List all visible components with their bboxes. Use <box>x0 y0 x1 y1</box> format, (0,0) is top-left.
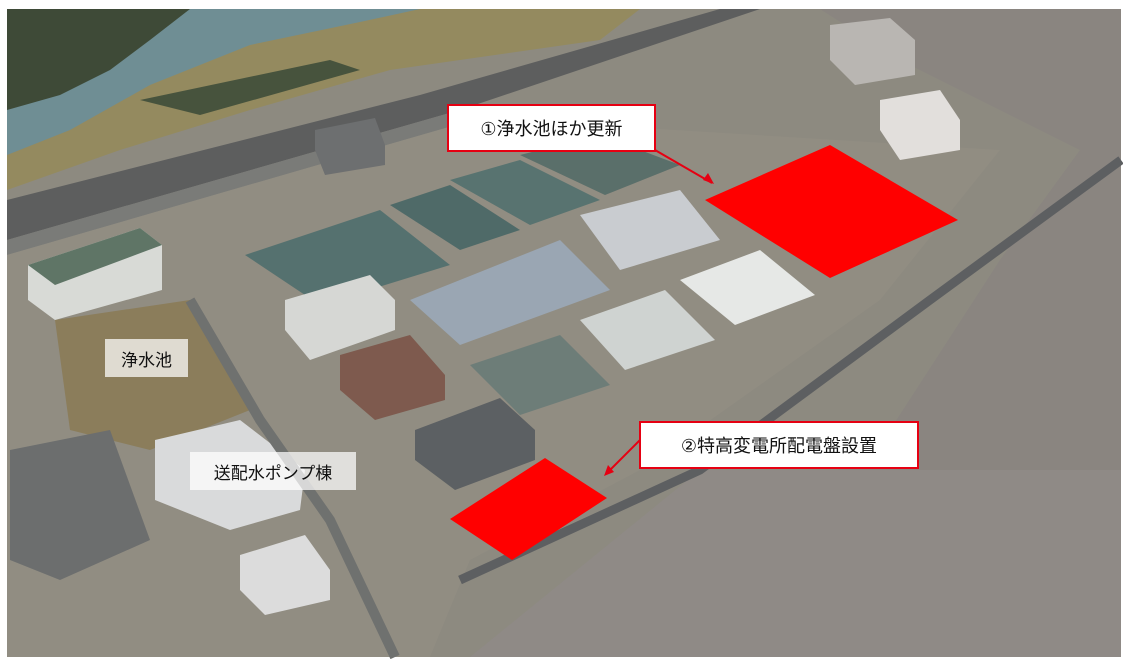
callout2-leader <box>605 439 641 475</box>
basin-row-2 <box>450 160 600 225</box>
office-tower-top <box>830 18 915 85</box>
basin-row-1 <box>390 185 520 250</box>
callout1-arrowhead <box>703 173 714 184</box>
highway <box>7 9 760 240</box>
riverbank-trees <box>140 60 360 115</box>
admin-roof <box>28 228 162 285</box>
basin-large <box>245 210 450 305</box>
tree-line <box>7 9 190 110</box>
small-building <box>240 535 330 615</box>
grey-roof-building <box>415 398 535 490</box>
perimeter-road <box>458 156 1123 585</box>
brick-building <box>340 335 445 420</box>
residential-area-lower <box>470 470 1121 657</box>
basin-reflect-2 <box>580 290 715 370</box>
callout-area1: ①浄水池ほか更新 <box>447 104 656 152</box>
area2-highlight <box>450 458 607 560</box>
pump-building-label: 送配水ポンプ棟 <box>190 452 356 490</box>
callout1-leader <box>654 149 713 184</box>
school-building <box>880 90 960 160</box>
filter-building <box>410 240 610 345</box>
parking-lot <box>10 430 150 580</box>
office-building <box>285 275 395 360</box>
callout2-arrowhead <box>604 465 614 476</box>
top-building <box>315 118 385 175</box>
basin-reflect-3 <box>680 250 815 325</box>
basin-reflect-1 <box>470 335 610 415</box>
filter-building-2 <box>580 190 720 270</box>
callout-area2: ②特高変電所配電盤設置 <box>639 421 919 469</box>
purification-pond-label: 浄水池 <box>105 339 188 377</box>
area1-highlight <box>705 145 958 278</box>
